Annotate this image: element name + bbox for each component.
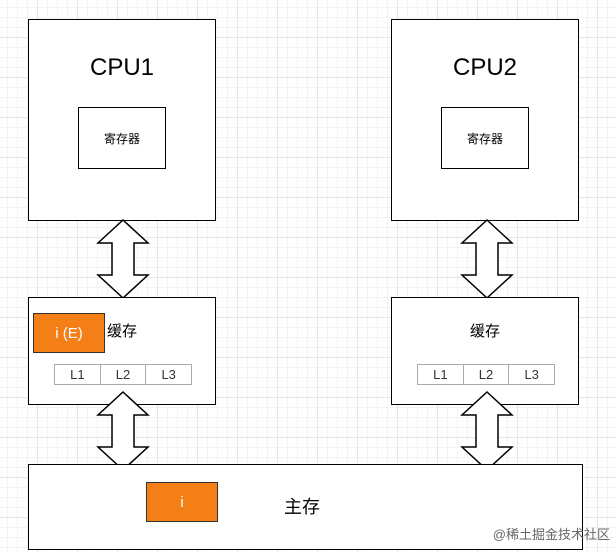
cache2-title: 缓存 [469,323,500,340]
cache2-level-l1: L1 [433,367,448,382]
cpu2-register: 寄存器 [441,107,529,169]
cache1-level-l1: L1 [70,367,85,382]
cpu1-title: CPU1 [89,54,155,81]
watermark: @稀土掘金技术社区 [492,527,610,542]
cache2-levels: L1 L2 L3 [417,364,555,385]
cpu1-register: 寄存器 [78,107,166,169]
main-memory-title: 主存 [284,497,320,517]
cache2-memory-arrow [460,390,514,472]
main-memory-box: i 主存 [28,464,583,550]
cache1-level-l2: L2 [99,365,146,384]
cache2-box: 缓存 L1 L2 L3 [391,297,579,405]
cache1-levels: L1 L2 L3 [54,364,192,385]
cpu2-box: CPU2 寄存器 [391,19,579,221]
cpu2-cache-arrow [460,218,514,300]
cache1-memory-arrow [96,390,150,472]
cpu1-cache-arrow [96,218,150,300]
cache2-level-l3: L3 [508,365,554,384]
cache1-level-l3: L3 [145,365,191,384]
main-memory-variable-tag: i [146,482,218,522]
cache1-variable-tag: i (E) [33,313,105,353]
cache1-title: 缓存 [107,323,138,340]
cpu2-title: CPU2 [452,54,518,81]
cache2-level-l2: L2 [462,365,509,384]
cache1-box: i (E) 缓存 L1 L2 L3 [28,297,216,405]
cpu1-box: CPU1 寄存器 [28,19,216,221]
